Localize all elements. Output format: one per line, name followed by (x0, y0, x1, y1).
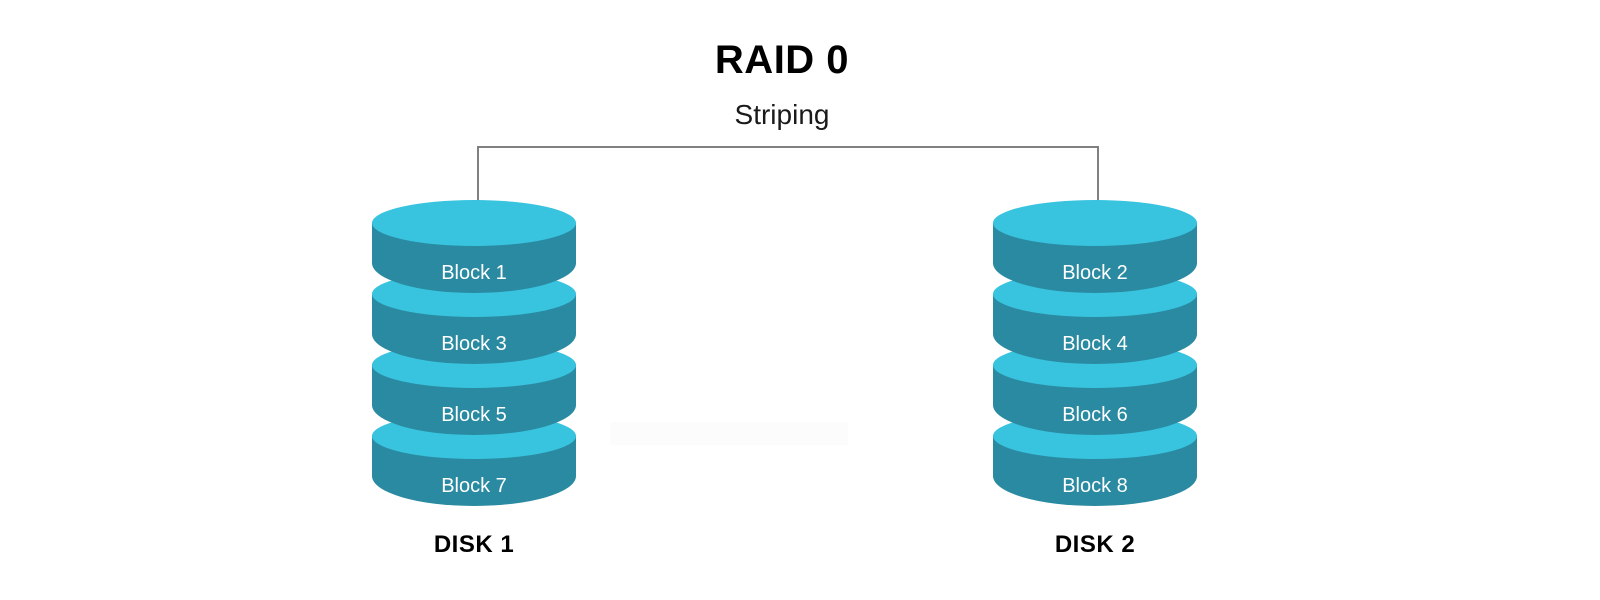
diagram-title: RAID 0 (714, 38, 850, 82)
disk-1-block-4: Block 7 (372, 413, 576, 528)
block-label: Block 3 (441, 333, 507, 355)
connector-drop-disk-1 (477, 146, 479, 241)
block-label: Block 8 (1062, 475, 1128, 497)
disk-2-caption: DISK 2 (1054, 531, 1136, 558)
diagram-subtitle: Striping (734, 99, 830, 130)
block-label: Block 1 (441, 262, 507, 284)
background-artifact (610, 422, 848, 445)
disk-2-block-4: Block 8 (993, 413, 1197, 528)
block-label: Block 7 (441, 475, 507, 497)
disk-stack-2: Block 8 Block 6 Block 4 Block 2 (993, 200, 1197, 518)
connector-horizontal-line (477, 146, 1099, 148)
block-label: Block 4 (1062, 333, 1128, 355)
block-label: Block 5 (441, 404, 507, 426)
cylinder-top (372, 200, 576, 246)
block-label: Block 2 (1062, 262, 1128, 284)
cylinder-top (993, 200, 1197, 246)
disk-2-segments: Block 8 Block 6 Block 4 Block 2 (993, 200, 1197, 518)
disk-1-segments: Block 7 Block 5 Block 3 Block 1 (372, 200, 576, 518)
disk-1-block-1: Block 1 (372, 200, 576, 315)
disk-2-block-1: Block 2 (993, 200, 1197, 315)
block-label: Block 6 (1062, 404, 1128, 426)
disk-1-caption: DISK 1 (433, 531, 515, 558)
connector-drop-disk-2 (1097, 146, 1099, 241)
disk-stack-1: Block 7 Block 5 Block 3 Block 1 (372, 200, 576, 518)
